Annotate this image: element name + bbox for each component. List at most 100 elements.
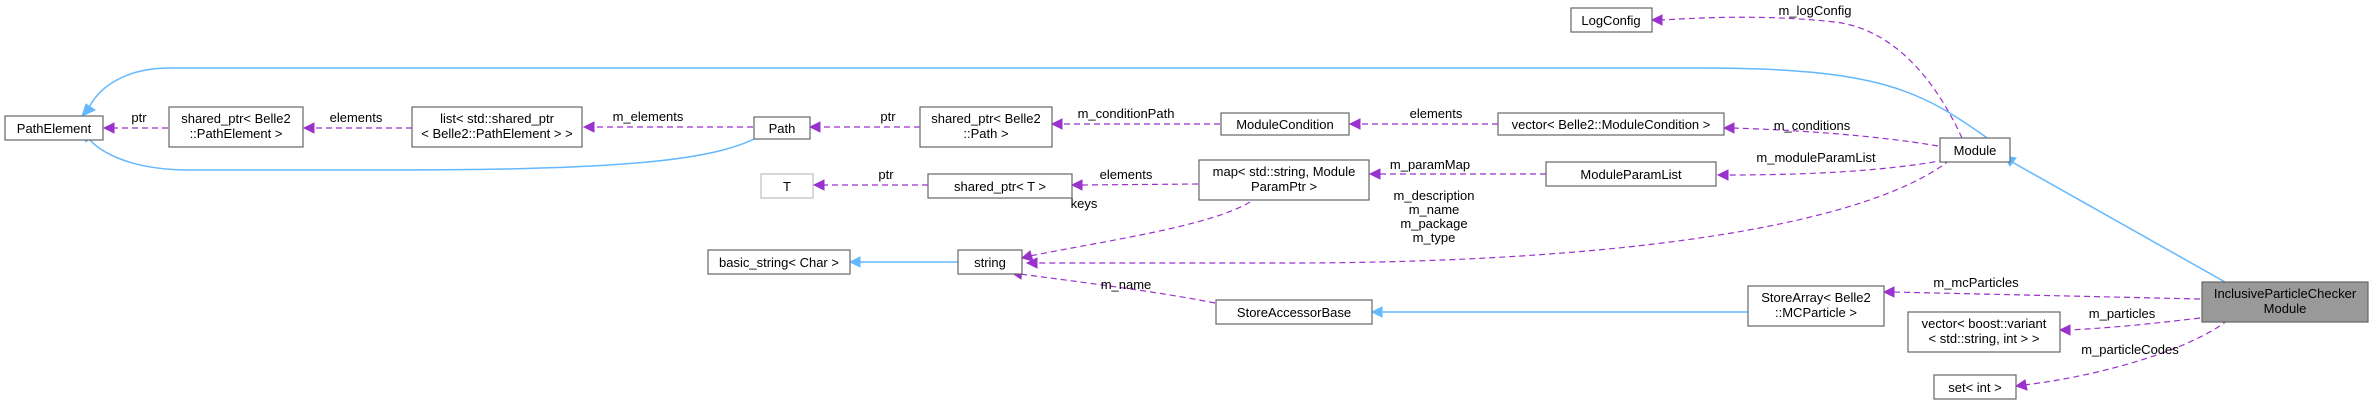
text-line: StoreAccessorBase — [1237, 305, 1351, 320]
text-line: m_conditionPath — [1078, 106, 1175, 121]
edge-label-m-moduleparamlist: m_moduleParamList — [1756, 150, 1876, 165]
text-line: m_paramMap — [1390, 157, 1470, 172]
node-sharedptr-t[interactable]: shared_ptr< T > — [927, 173, 1073, 199]
edge-label-m-logconfig: m_logConfig — [1779, 3, 1852, 18]
text-line: list< std::shared_ptr — [440, 111, 554, 126]
edge-inclusive-inherits-module — [2003, 155, 2226, 283]
text-line: m_elements — [613, 109, 684, 124]
svg-text:PathElement: PathElement — [17, 121, 92, 136]
edge-string-inherits-basicstring — [848, 256, 958, 268]
svg-text:Path: Path — [769, 121, 796, 136]
text-line: elements — [1410, 106, 1463, 121]
edge-label-elements-map: elements — [1100, 167, 1153, 182]
edge-label-ptr-t: ptr — [878, 167, 894, 182]
text-line: ptr — [878, 167, 894, 182]
text-line: ptr — [131, 110, 147, 125]
text-line: ParamPtr > — [1251, 179, 1317, 194]
text-line: elements — [1100, 167, 1153, 182]
node-modulecondition[interactable]: ModuleCondition — [1220, 112, 1350, 136]
text-line: shared_ptr< Belle2 — [181, 111, 291, 126]
svg-text:basic_string< Char >: basic_string< Char > — [719, 255, 839, 270]
svg-text:set< int >: set< int > — [1948, 380, 2001, 395]
node-sharedptr-pathelement[interactable]: shared_ptr< Belle2::PathElement > — [168, 106, 304, 148]
edge-label-keys: keys — [1071, 196, 1098, 211]
svg-text:shared_ptr< Belle2::PathElemen: shared_ptr< Belle2::PathElement > — [181, 111, 291, 141]
text-line: m_conditions — [1774, 118, 1851, 133]
edge-label-m-mcparticles: m_mcParticles — [1933, 275, 2019, 290]
node-vector-variant[interactable]: vector< boost::variant< std::string, int… — [1907, 311, 2061, 353]
text-line: ptr — [880, 109, 896, 124]
text-line: m_package — [1400, 216, 1467, 231]
svg-text:ModuleParamList: ModuleParamList — [1580, 167, 1682, 182]
edge-elements-list — [302, 122, 412, 134]
edge-label-ptr-pathelement: ptr — [131, 110, 147, 125]
node-storearray[interactable]: StoreArray< Belle2::MCParticle > — [1747, 285, 1885, 327]
svg-text:shared_ptr< Belle2::Path >: shared_ptr< Belle2::Path > — [931, 111, 1041, 141]
node-sharedptr-path[interactable]: shared_ptr< Belle2::Path > — [919, 106, 1053, 148]
node-string[interactable]: string — [957, 249, 1023, 275]
node-list-sharedptr[interactable]: list< std::shared_ptr< Belle2::PathEleme… — [411, 106, 583, 148]
node-set-int[interactable]: set< int > — [1933, 374, 2017, 400]
text-line: T — [783, 179, 791, 194]
edge-label-m-conditions: m_conditions — [1774, 118, 1851, 133]
edge-label-elements-list: elements — [330, 110, 383, 125]
edge-label-m-particlecodes: m_particleCodes — [2081, 342, 2179, 357]
text-line: keys — [1071, 196, 1098, 211]
edge-module-strings — [1025, 159, 1951, 269]
edge-m-logconfig — [1650, 14, 1963, 139]
text-line: m_mcParticles — [1933, 275, 2019, 290]
text-line: PathElement — [17, 121, 92, 136]
svg-text:Module: Module — [1954, 143, 1997, 158]
text-line: elements — [330, 110, 383, 125]
text-line: m_description — [1394, 188, 1475, 203]
text-line: m_particleCodes — [2081, 342, 2179, 357]
text-line: m_name — [1409, 202, 1460, 217]
edge-elements-map — [1070, 179, 1199, 191]
edge-ptr-path — [808, 121, 920, 133]
text-line: vector< Belle2::ModuleCondition > — [1512, 117, 1711, 132]
edge-m-conditionpath — [1050, 118, 1220, 130]
svg-text:StoreArray< Belle2::MCParticle: StoreArray< Belle2::MCParticle > — [1761, 290, 1870, 320]
text-line: Path — [769, 121, 796, 136]
text-line: Module — [1954, 143, 1997, 158]
text-line: m_moduleParamList — [1756, 150, 1876, 165]
node-path[interactable]: Path — [753, 116, 811, 140]
edge-label-m-elements: m_elements — [613, 109, 684, 124]
svg-text:list< std::shared_ptr< Belle2:: list< std::shared_ptr< Belle2::PathEleme… — [421, 111, 572, 141]
node-t[interactable]: T — [760, 173, 814, 199]
edge-label-m-name: m_name — [1101, 277, 1152, 292]
text-line: set< int > — [1948, 380, 2001, 395]
node-pathelement[interactable]: PathElement — [4, 115, 104, 141]
node-moduleparamlist[interactable]: ModuleParamList — [1545, 161, 1717, 187]
edge-ptr-t — [812, 179, 928, 191]
edge-m-conditions — [1722, 122, 1939, 147]
svg-text:vector< Belle2::ModuleConditio: vector< Belle2::ModuleCondition > — [1512, 117, 1711, 132]
node-storeaccessorbase[interactable]: StoreAccessorBase — [1215, 299, 1373, 325]
text-line: ModuleCondition — [1236, 117, 1334, 132]
svg-text:vector< boost::variant< std::s: vector< boost::variant< std::string, int… — [1922, 316, 2047, 346]
edge-m-parammap — [1368, 168, 1546, 180]
text-line: basic_string< Char > — [719, 255, 839, 270]
edge-m-moduleparamlist — [1716, 159, 1946, 181]
text-line: shared_ptr< T > — [954, 179, 1046, 194]
edge-label-m-parammap: m_paramMap — [1390, 157, 1470, 172]
edge-storearray-inherits-storeaccessorbase — [1370, 306, 1748, 318]
text-line: < Belle2::PathElement > > — [421, 126, 572, 141]
edge-m-mcparticles — [1882, 286, 2201, 300]
text-line: m_logConfig — [1779, 3, 1852, 18]
edge-m-particlecodes — [2014, 319, 2229, 391]
text-line: string — [974, 255, 1006, 270]
edge-m-elements — [582, 121, 753, 133]
edge-module-inherits-pathelement — [81, 67, 1991, 141]
node-basic-string[interactable]: basic_string< Char > — [707, 249, 851, 275]
svg-text:StoreAccessorBase: StoreAccessorBase — [1237, 305, 1351, 320]
node-logconfig[interactable]: LogConfig — [1570, 7, 1653, 33]
node-vector-modulecondition[interactable]: vector< Belle2::ModuleCondition > — [1497, 112, 1725, 136]
node-module[interactable]: Module — [1939, 137, 2011, 163]
svg-text:shared_ptr< T >: shared_ptr< T > — [954, 179, 1046, 194]
